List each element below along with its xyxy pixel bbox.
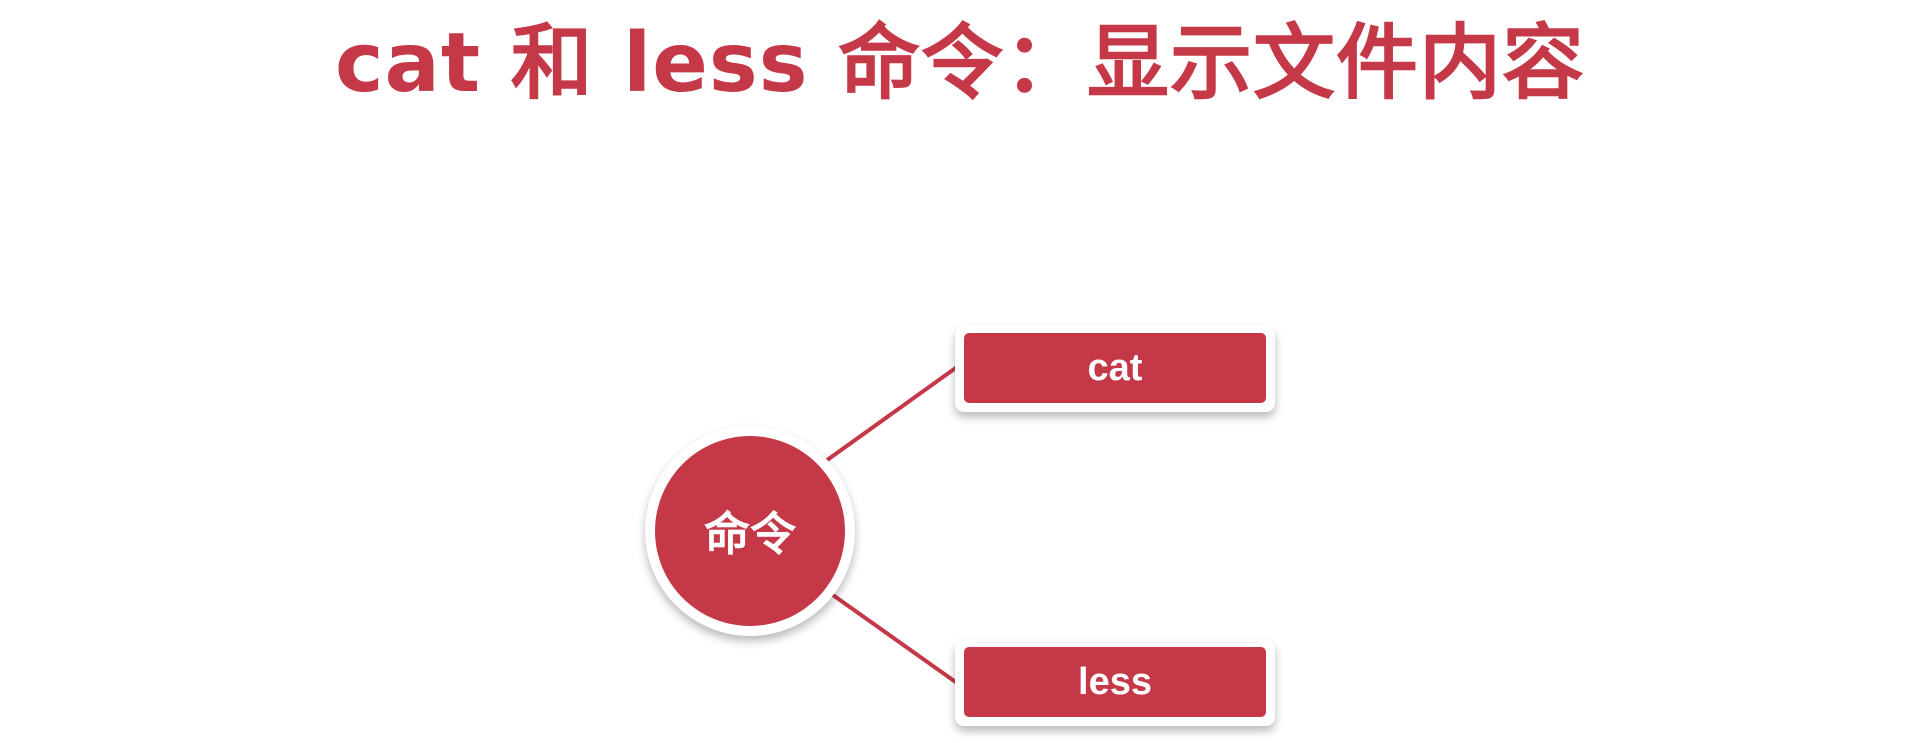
node-cat-label: cat: [964, 333, 1266, 403]
connector-line-cat: [821, 365, 959, 465]
node-less: less: [955, 640, 1275, 726]
hub-node: 命令: [645, 426, 855, 636]
slide-title: cat 和 less 命令：显示文件内容: [334, 16, 1586, 111]
connector-line-less: [821, 586, 959, 685]
node-cat: cat: [955, 326, 1275, 412]
hub-node-label: 命令: [655, 436, 845, 626]
node-less-label: less: [964, 647, 1266, 717]
